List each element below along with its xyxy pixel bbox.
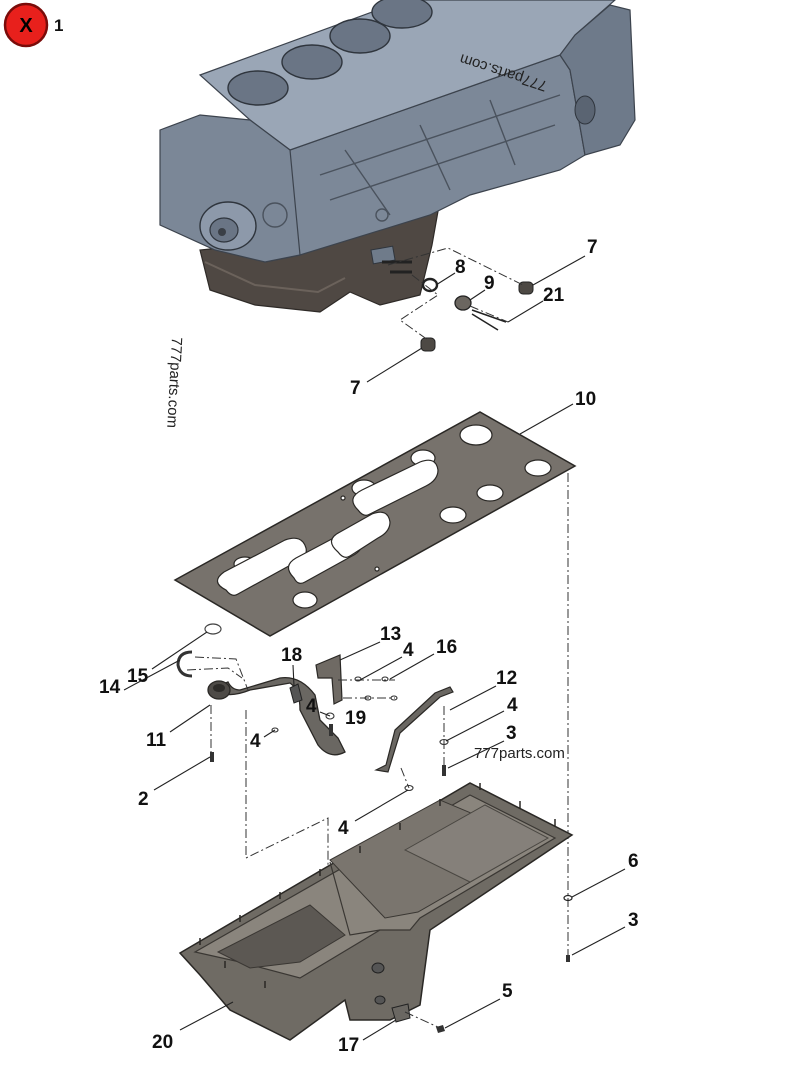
callout-3-upper: 3 bbox=[506, 723, 517, 744]
callout-18: 18 bbox=[281, 645, 302, 666]
bolt-part-3-right bbox=[566, 955, 570, 962]
callout-7-upper: 7 bbox=[587, 237, 598, 258]
callout-10: 10 bbox=[575, 389, 596, 410]
leader-lines bbox=[123, 255, 626, 1041]
page-number: 1 bbox=[54, 16, 63, 35]
callout-4-a: 4 bbox=[403, 640, 414, 661]
callouts: 7 8 9 21 7 10 13 16 18 4 15 14 11 4 19 1… bbox=[99, 237, 639, 1056]
callout-12: 12 bbox=[496, 668, 517, 689]
fitting-hardware bbox=[420, 277, 534, 352]
bracket-part-13 bbox=[315, 654, 343, 705]
watermark-mid: 777parts.com bbox=[474, 745, 565, 762]
engine-block bbox=[159, 0, 636, 313]
washer-part-6 bbox=[563, 894, 573, 902]
callout-14: 14 bbox=[99, 677, 121, 698]
bracket-part-18 bbox=[289, 683, 303, 704]
callout-4-e: 4 bbox=[338, 818, 349, 839]
callout-2: 2 bbox=[138, 789, 149, 810]
callout-6: 6 bbox=[628, 851, 639, 872]
close-badge-label[interactable]: X bbox=[19, 15, 33, 37]
bolt-part-5 bbox=[436, 1025, 445, 1033]
pickup-tube-part-11 bbox=[212, 676, 346, 756]
adapter-part-9 bbox=[454, 295, 472, 311]
bracket-part-17 bbox=[391, 1003, 411, 1023]
crank-pulley bbox=[199, 201, 257, 251]
callout-4-c: 4 bbox=[507, 695, 518, 716]
callout-11: 11 bbox=[146, 730, 167, 751]
callout-4-d: 4 bbox=[250, 731, 261, 752]
close-badge[interactable]: X bbox=[3, 2, 49, 48]
engine-front-cover bbox=[159, 114, 301, 263]
callout-16: 16 bbox=[436, 637, 457, 658]
close-x-icon[interactable] bbox=[3, 2, 49, 48]
callout-15: 15 bbox=[127, 666, 149, 687]
callout-3-lower: 3 bbox=[628, 910, 639, 931]
oil-pan-gasket bbox=[173, 411, 577, 637]
cylinder-bores bbox=[227, 0, 433, 106]
plug-part-7-upper bbox=[518, 281, 534, 295]
callout-19: 19 bbox=[345, 708, 366, 729]
oil-pan bbox=[178, 782, 574, 1041]
callout-20: 20 bbox=[152, 1032, 173, 1053]
callout-17: 17 bbox=[338, 1035, 359, 1056]
callout-9: 9 bbox=[484, 273, 495, 294]
watermark-left: 777parts.com bbox=[163, 337, 185, 429]
clip-part-14 bbox=[176, 650, 193, 678]
callout-8: 8 bbox=[455, 257, 466, 278]
callout-5: 5 bbox=[502, 981, 513, 1002]
callout-7-lower: 7 bbox=[350, 378, 361, 399]
support-bracket-part-12 bbox=[374, 686, 454, 773]
callout-4-b: 4 bbox=[306, 696, 317, 717]
callout-21: 21 bbox=[543, 285, 565, 306]
o-ring-part-15 bbox=[204, 623, 222, 635]
callout-13: 13 bbox=[380, 624, 401, 645]
plug-part-7-lower bbox=[420, 337, 436, 352]
